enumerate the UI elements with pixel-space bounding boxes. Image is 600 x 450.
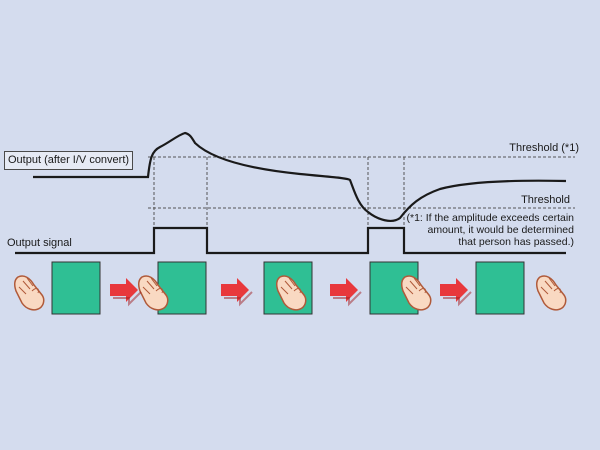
hand-icon (13, 275, 45, 311)
threshold-label: Threshold (521, 194, 570, 206)
arrow-right-icon (439, 277, 472, 305)
footnote-line: amount, it would be determined (427, 224, 574, 236)
footnote-line: that person has passed.) (458, 236, 574, 248)
sensor-box-1 (51, 261, 101, 315)
sensor-box-5 (475, 261, 525, 315)
arrow-right-icon (329, 277, 362, 305)
output-signal-waveform (15, 226, 566, 255)
arrow-right-icon (220, 277, 253, 305)
output-iv-label: Output (after I/V convert) (4, 151, 134, 170)
sensor-icon (51, 261, 101, 315)
arrow-right-icon (109, 277, 142, 305)
threshold-1-label: Threshold (*1) (509, 142, 579, 154)
vertical-guides (153, 157, 405, 228)
footnote-line: (*1: If the amplitude exceeds certain (406, 212, 574, 224)
footnote: (*1: If the amplitude exceeds certain am… (392, 212, 574, 248)
output-signal-label: Output signal (7, 237, 72, 249)
sensor-icon (475, 261, 525, 315)
iv-waveform (33, 131, 567, 222)
hand-icon (535, 275, 567, 311)
